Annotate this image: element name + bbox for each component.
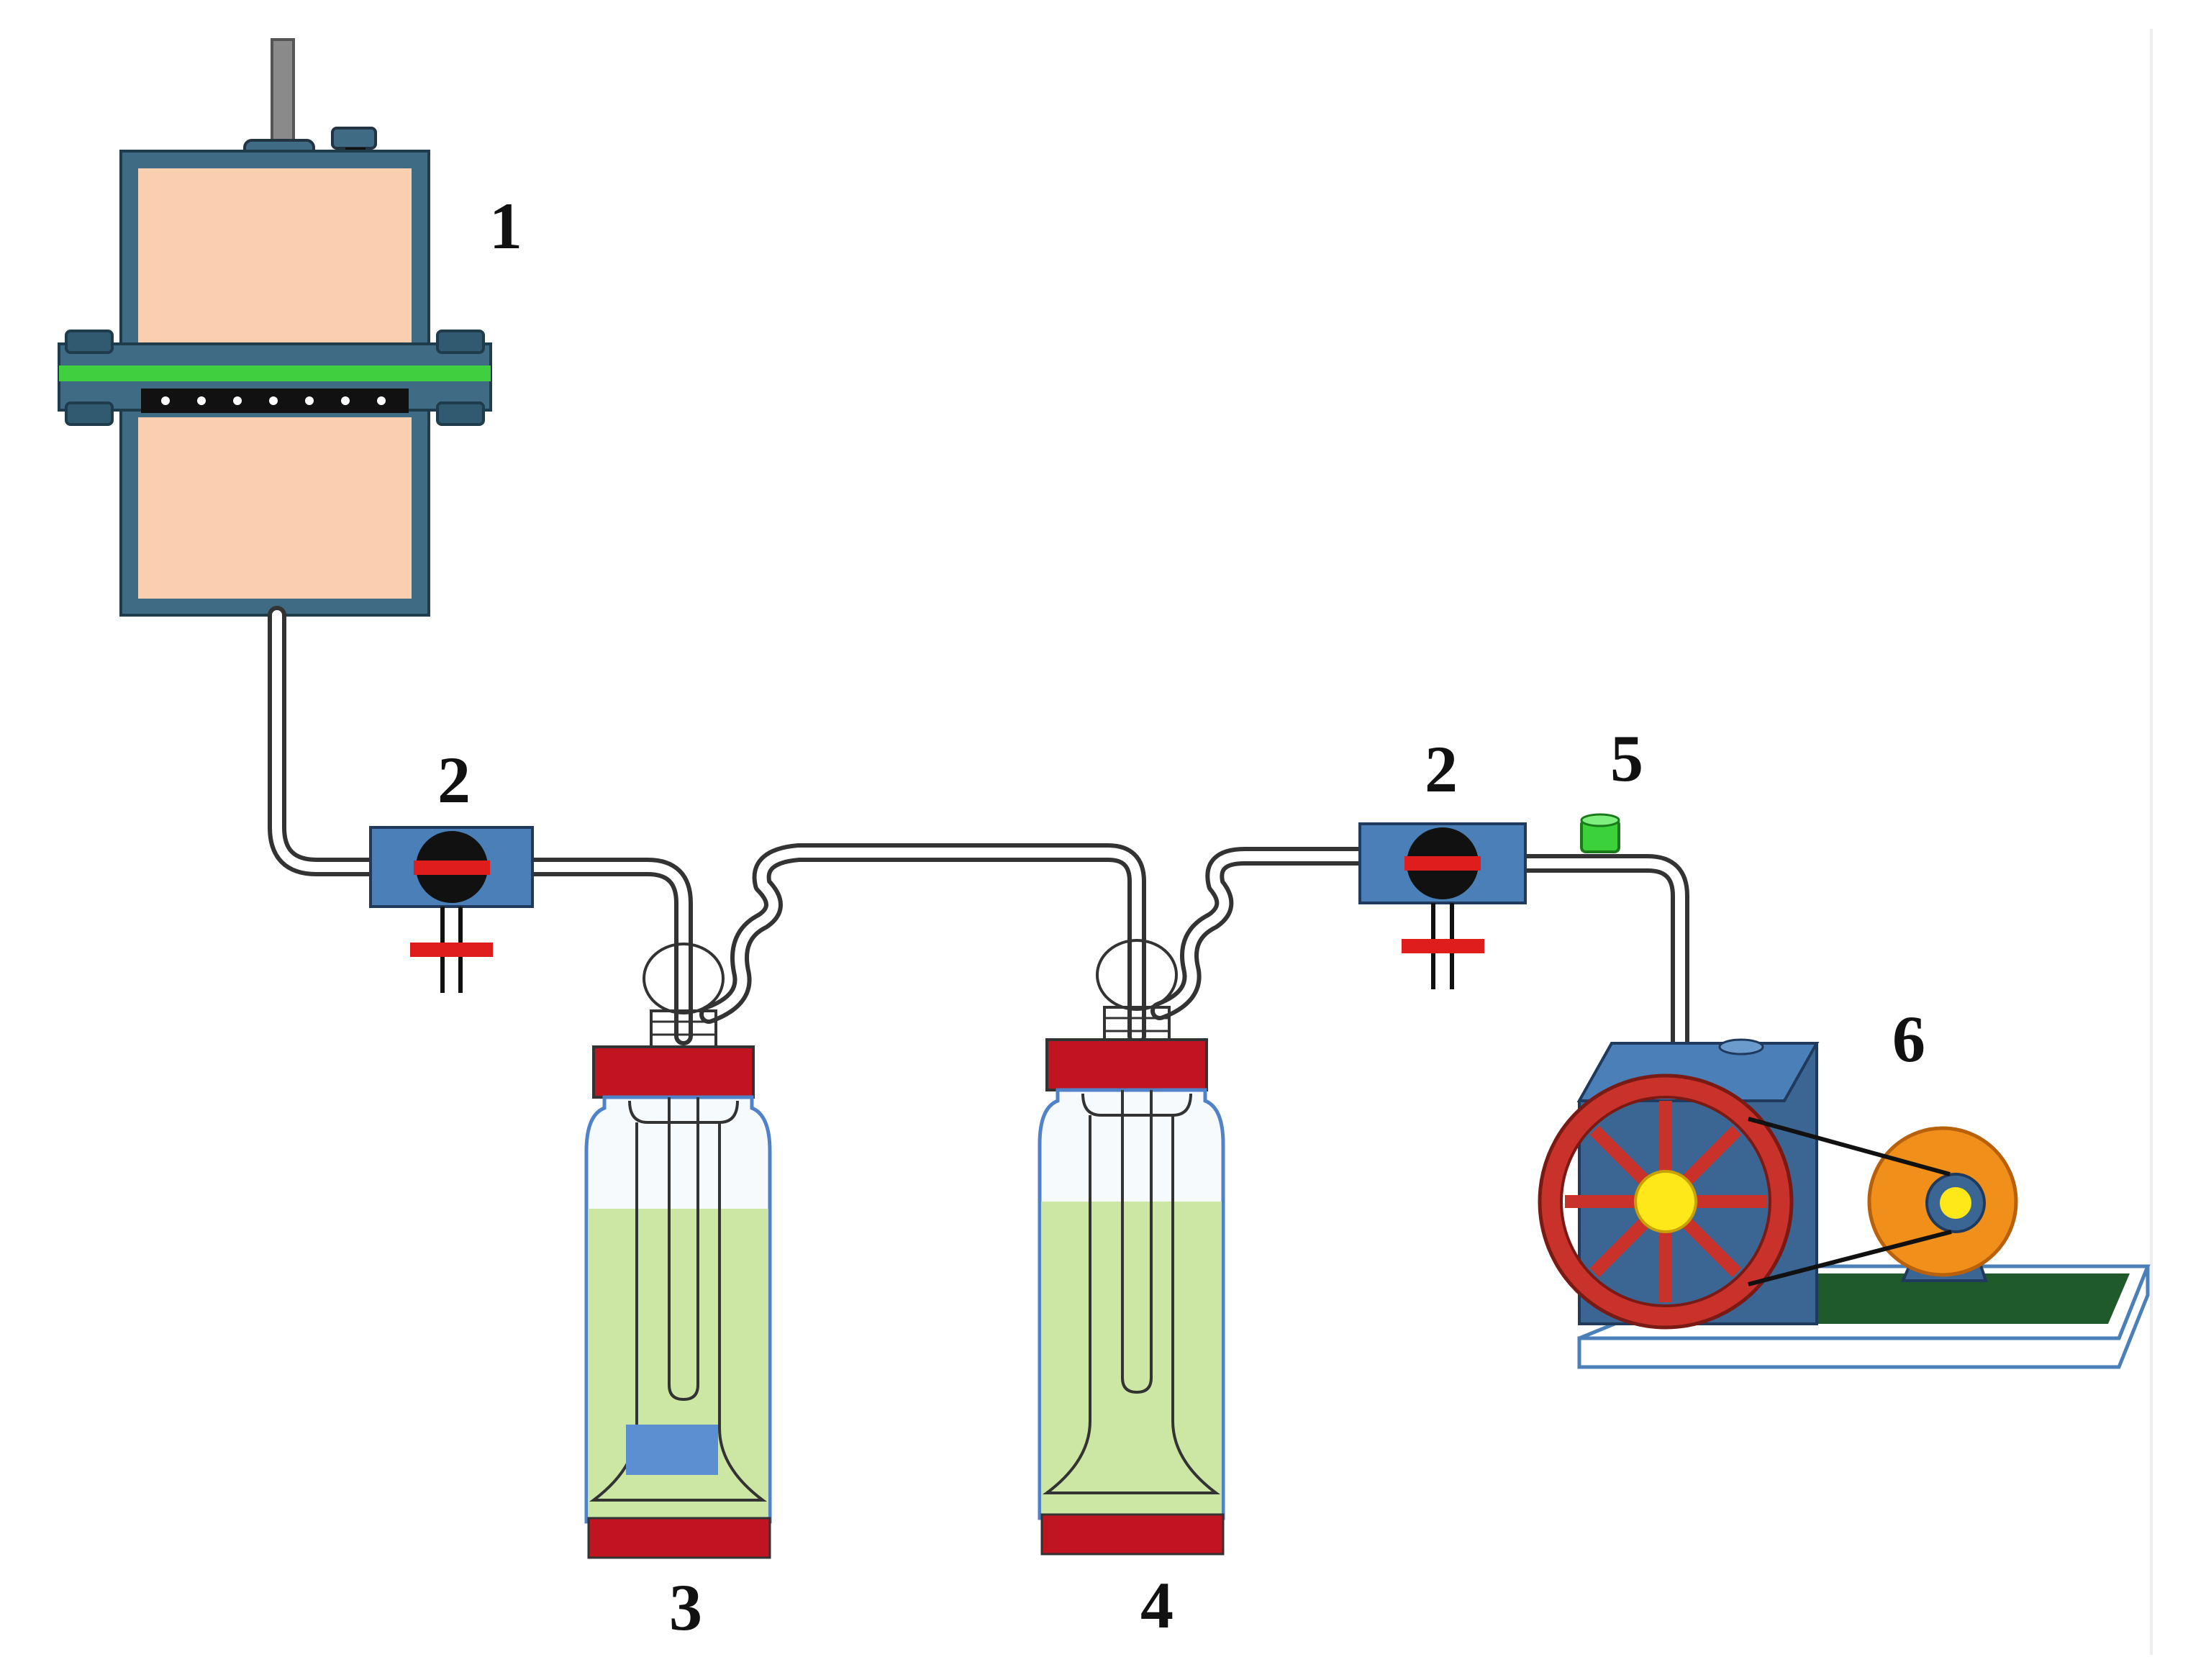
valve-stopcock bbox=[410, 943, 493, 957]
valve-left: 2 bbox=[369, 743, 534, 993]
vent-knob bbox=[331, 127, 377, 150]
bottle-cap bbox=[592, 1045, 755, 1099]
bolt-head bbox=[65, 330, 114, 354]
label-1: 1 bbox=[489, 189, 522, 263]
trap-bottle-1: 3 bbox=[584, 943, 772, 1644]
gauge: 5 bbox=[1580, 722, 1643, 853]
label-4: 4 bbox=[1140, 1568, 1174, 1642]
valve-handle bbox=[1404, 856, 1481, 871]
label-5: 5 bbox=[1610, 722, 1643, 795]
label-2-right: 2 bbox=[1425, 732, 1458, 806]
flywheel bbox=[1538, 1073, 1794, 1330]
valve-stopcock bbox=[1402, 939, 1484, 953]
bolt-head bbox=[436, 330, 485, 354]
lower-chamber bbox=[138, 417, 412, 599]
label-3: 3 bbox=[669, 1571, 702, 1644]
sample-block bbox=[626, 1425, 718, 1475]
belt bbox=[1748, 1230, 1952, 1286]
filter-cell: 1 bbox=[58, 38, 522, 617]
gasket bbox=[59, 365, 491, 381]
membrane-pores bbox=[161, 396, 386, 405]
top-rod bbox=[271, 38, 295, 149]
trap-bottle-2: 4 bbox=[1038, 939, 1225, 1642]
bottle-cap bbox=[1045, 1038, 1208, 1091]
label-2-left: 2 bbox=[437, 743, 471, 817]
valve-right: 2 bbox=[1358, 732, 1527, 989]
wheel-hub bbox=[1634, 1170, 1697, 1233]
bottle-base bbox=[1040, 1513, 1225, 1556]
bottle-base bbox=[587, 1517, 771, 1559]
motor bbox=[1867, 1126, 2018, 1282]
valve-handle bbox=[414, 861, 490, 875]
bolt-nut bbox=[65, 401, 114, 426]
base-top bbox=[1756, 1273, 2130, 1324]
motor-hub bbox=[1940, 1187, 1971, 1219]
tubing bbox=[268, 606, 1689, 1089]
belt bbox=[1748, 1117, 1951, 1176]
label-6: 6 bbox=[1892, 1002, 1925, 1076]
vacuum-pump: 6 bbox=[1538, 1002, 2151, 1369]
bolt-nut bbox=[436, 401, 485, 426]
liquid bbox=[1041, 1202, 1222, 1517]
